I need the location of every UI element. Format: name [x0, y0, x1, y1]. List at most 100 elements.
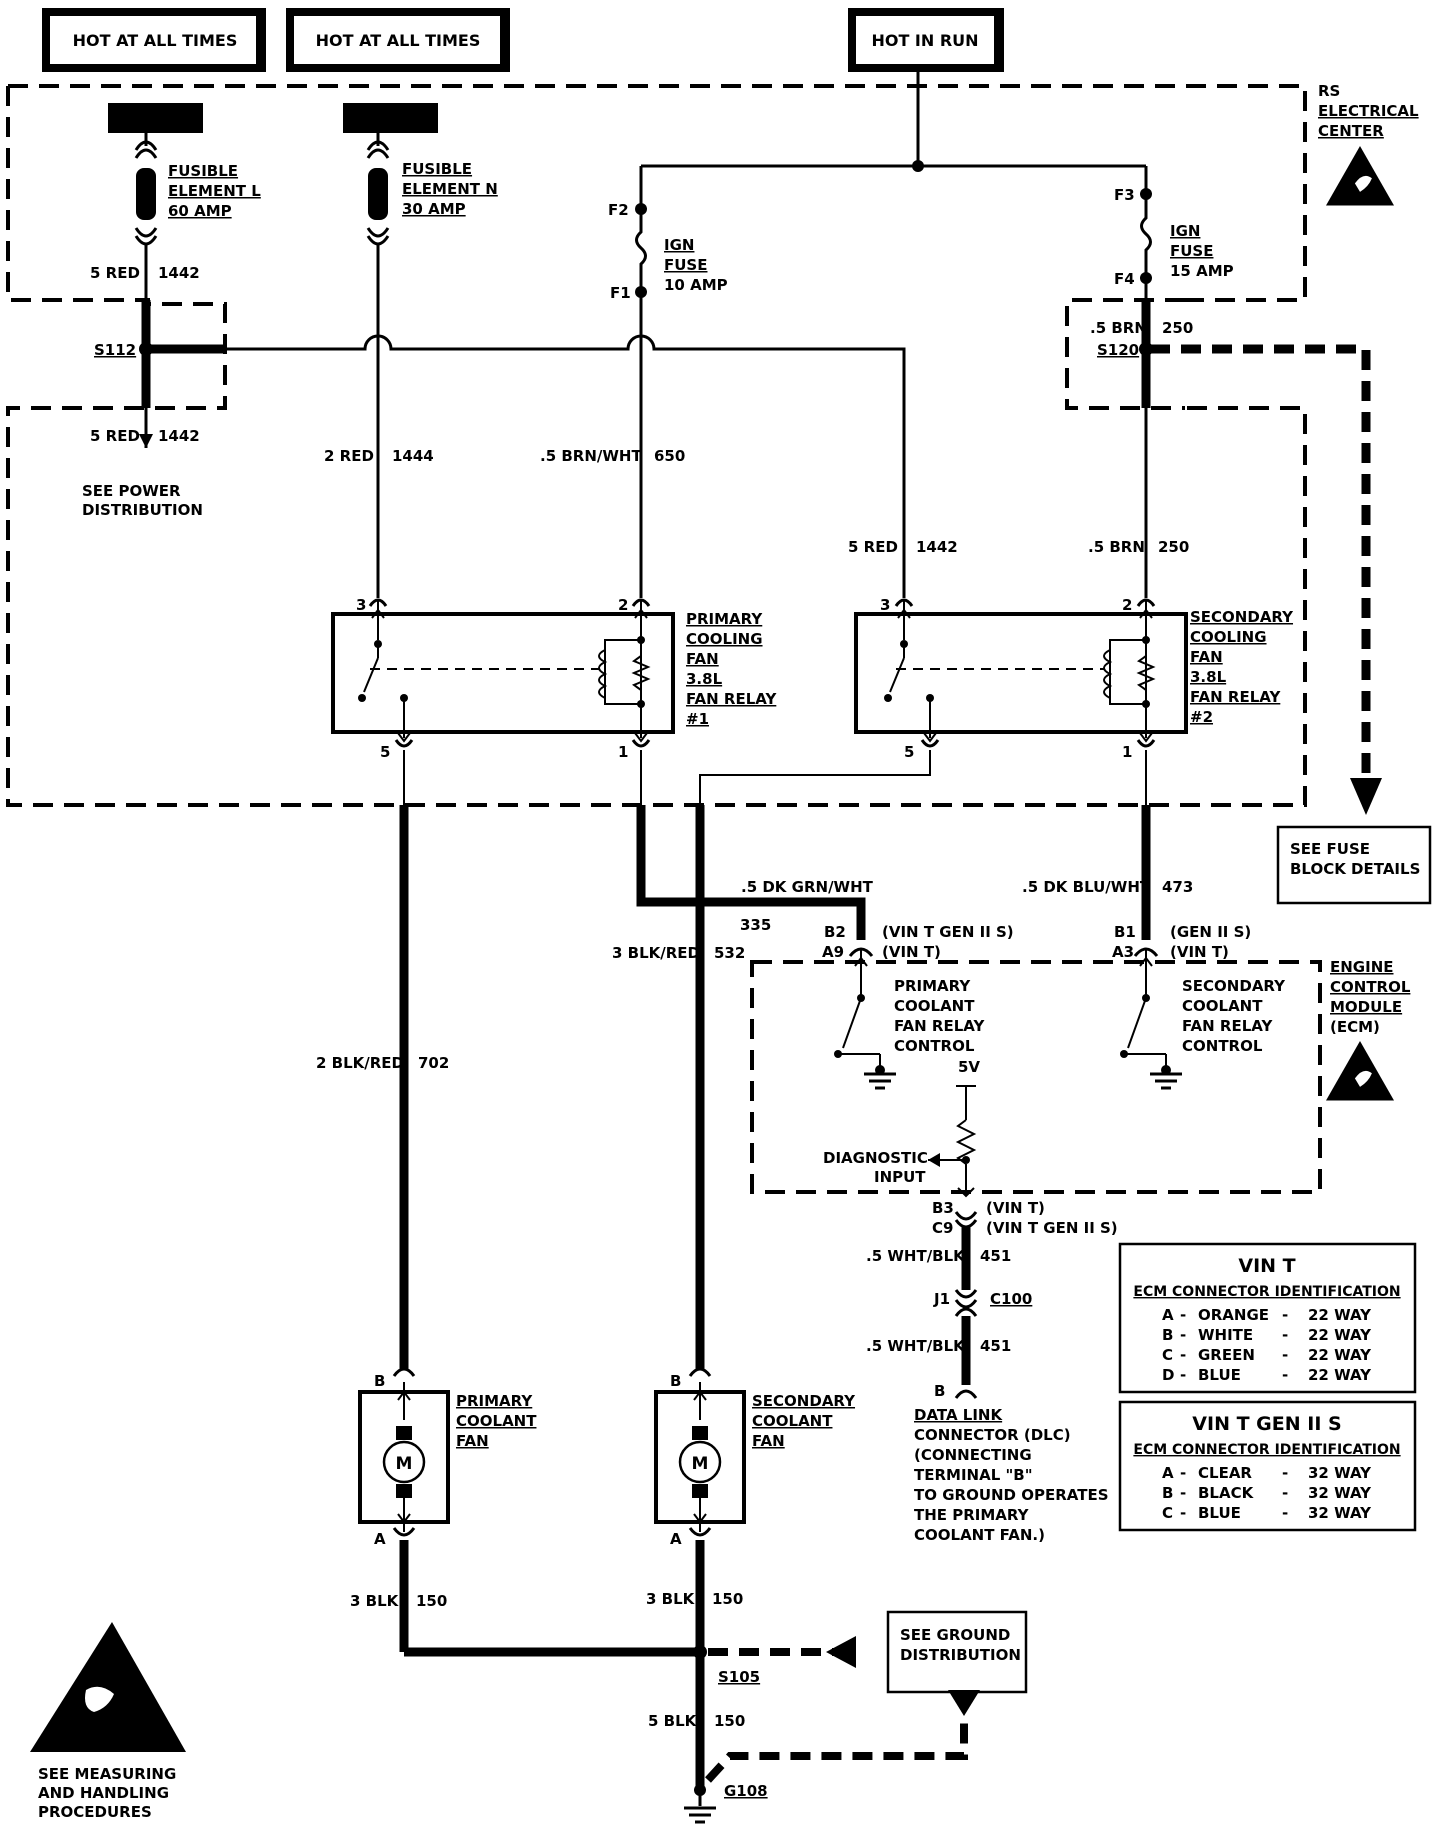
svg-text:DIAGNOSTIC: DIAGNOSTIC	[823, 1149, 928, 1167]
ecm-contact-dots	[834, 994, 1150, 1167]
svg-text:SEE GROUND: SEE GROUND	[900, 1626, 1010, 1644]
svg-text:451: 451	[980, 1337, 1011, 1355]
svg-text:FAN RELAY: FAN RELAY	[894, 1017, 985, 1035]
svg-text:MODULE: MODULE	[1330, 998, 1402, 1016]
svg-text:WHITE: WHITE	[1198, 1326, 1253, 1344]
svg-text:1442: 1442	[916, 538, 958, 556]
svg-text:VIN T: VIN T	[1238, 1255, 1295, 1277]
table-row: A- CLEAR- 32 WAY	[1162, 1464, 1372, 1482]
svg-text:D: D	[1162, 1366, 1174, 1384]
svg-text:(CONNECTING: (CONNECTING	[914, 1446, 1032, 1464]
esd-hand-icon	[85, 1686, 114, 1712]
svg-text:VIN T GEN II S: VIN T GEN II S	[1192, 1413, 1341, 1435]
esd-warning-icon	[1326, 1041, 1394, 1101]
svg-text:SECONDARY: SECONDARY	[1190, 608, 1294, 626]
svg-text:.5 BRN: .5 BRN	[1088, 538, 1145, 556]
svg-text:B1: B1	[1114, 923, 1136, 941]
ecm-connector-b2-a9: B2 A9 (VIN T GEN II S) (VIN T)	[822, 923, 1014, 985]
svg-text:A: A	[670, 1530, 682, 1548]
svg-text:532: 532	[714, 944, 745, 962]
svg-text:GREEN: GREEN	[1198, 1346, 1255, 1364]
svg-text:BLOCK DETAILS: BLOCK DETAILS	[1290, 860, 1420, 878]
svg-text:SEE FUSE: SEE FUSE	[1290, 840, 1370, 858]
svg-text:COOLANT: COOLANT	[894, 997, 975, 1015]
svg-text:FUSE: FUSE	[664, 256, 707, 274]
svg-text:A3: A3	[1112, 943, 1134, 961]
svg-text:A: A	[1162, 1464, 1174, 1482]
svg-text:COOLANT: COOLANT	[456, 1412, 537, 1430]
svg-text:(VIN T): (VIN T)	[882, 943, 941, 961]
svg-text:TERMINAL "B": TERMINAL "B"	[914, 1466, 1033, 1484]
svg-text:ECM CONNECTOR IDENTIFICATION: ECM CONNECTOR IDENTIFICATION	[1133, 1442, 1400, 1458]
svg-text:F1: F1	[610, 284, 631, 302]
svg-text:CONTROL: CONTROL	[894, 1037, 975, 1055]
svg-text:COOLANT: COOLANT	[752, 1412, 833, 1430]
wire-labels-top: 5 RED 1442 5 RED 1442 SEE POWER DISTRIBU…	[82, 264, 1193, 556]
table-row: B- WHITE- 22 WAY	[1162, 1326, 1372, 1344]
svg-text:G108: G108	[724, 1782, 768, 1800]
svg-text:#2: #2	[1190, 708, 1213, 726]
svg-text:650: 650	[654, 447, 685, 465]
svg-text:(VIN T GEN II S): (VIN T GEN II S)	[986, 1219, 1118, 1237]
svg-text:F3: F3	[1114, 186, 1135, 204]
secondary-coolant-fan-motor: M B A SECONDARY COOLANT FAN	[654, 1367, 856, 1548]
svg-text:1: 1	[1122, 743, 1132, 761]
svg-text:1442: 1442	[158, 264, 200, 282]
svg-text:M: M	[396, 1454, 413, 1474]
svg-text:.5 WHT/BLK: .5 WHT/BLK	[866, 1337, 966, 1355]
svg-text:BLUE: BLUE	[1198, 1366, 1241, 1384]
arrow-down-icon	[1350, 778, 1382, 815]
svg-text:250: 250	[1162, 319, 1193, 337]
svg-text:COOLING: COOLING	[1190, 628, 1267, 646]
secondary-cooling-fan-relay: 3 2 5 1 SECONDARY COOLING FAN 3.8L FAN R…	[854, 596, 1294, 761]
svg-text:CONNECTOR (DLC): CONNECTOR (DLC)	[914, 1426, 1071, 1444]
ecm-connector-b3-c9: B3 C9 (VIN T) (VIN T GEN II S)	[932, 1199, 1118, 1237]
see-fuse-block-details-box: SEE FUSE BLOCK DETAILS	[1276, 825, 1432, 905]
svg-text:B: B	[1162, 1484, 1173, 1502]
svg-text:22 WAY: 22 WAY	[1308, 1346, 1372, 1364]
svg-text:1442: 1442	[158, 427, 200, 445]
svg-text:A: A	[1162, 1306, 1174, 1324]
table-row: C- GREEN- 22 WAY	[1162, 1346, 1372, 1364]
svg-text:2 RED: 2 RED	[324, 447, 374, 465]
svg-text:IGN: IGN	[1170, 222, 1200, 240]
svg-text:(GEN II S): (GEN II S)	[1170, 923, 1251, 941]
power-wires	[141, 244, 1151, 598]
dlc-connector: B DATA LINK CONNECTOR (DLC) (CONNECTING …	[914, 1382, 1109, 1544]
svg-text:C100: C100	[990, 1290, 1032, 1308]
svg-text:B3: B3	[932, 1199, 954, 1217]
ground-g108-dot	[694, 1784, 706, 1796]
svg-text:.5 DK BLU/WHT: .5 DK BLU/WHT	[1022, 878, 1151, 896]
svg-text:3 BLK/RED: 3 BLK/RED	[612, 944, 700, 962]
splice-s105-dot	[693, 1645, 707, 1659]
svg-text:B: B	[374, 1372, 385, 1390]
connector-c100: J1 C100	[933, 1289, 1032, 1317]
svg-text:5 BLK: 5 BLK	[648, 1712, 698, 1730]
lower-wires	[399, 750, 1151, 1806]
svg-text:30 AMP: 30 AMP	[402, 200, 466, 218]
svg-text:ECM CONNECTOR IDENTIFICATION: ECM CONNECTOR IDENTIFICATION	[1133, 1284, 1400, 1300]
ground-dashed-leads	[705, 1648, 968, 1783]
svg-text:-: -	[1180, 1484, 1186, 1502]
svg-text:5: 5	[904, 743, 914, 761]
svg-text:FUSIBLE: FUSIBLE	[168, 162, 238, 180]
ign-fuse-10a: F2 F1 IGN FUSE 10 AMP	[608, 201, 728, 302]
svg-text:FAN: FAN	[686, 650, 719, 668]
svg-text:-: -	[1180, 1326, 1186, 1344]
svg-text:DATA LINK: DATA LINK	[914, 1406, 1003, 1424]
svg-text:3.8L: 3.8L	[686, 670, 723, 688]
svg-text:-: -	[1282, 1326, 1288, 1344]
esd-warning-icon	[1326, 146, 1394, 206]
svg-text:PROCEDURES: PROCEDURES	[38, 1803, 152, 1821]
svg-text:C: C	[1162, 1346, 1173, 1364]
svg-text:FAN RELAY: FAN RELAY	[686, 690, 777, 708]
svg-text:3 BLK: 3 BLK	[350, 1592, 400, 1610]
svg-text:DISTRIBUTION: DISTRIBUTION	[82, 501, 203, 519]
svg-text:FAN: FAN	[752, 1432, 785, 1450]
svg-text:BLACK: BLACK	[1198, 1484, 1255, 1502]
svg-text:HOT AT ALL TIMES: HOT AT ALL TIMES	[73, 31, 238, 50]
svg-text:IGN: IGN	[664, 236, 694, 254]
ground-dot	[1161, 1065, 1171, 1075]
svg-text:ORANGE: ORANGE	[1198, 1306, 1269, 1324]
svg-text:FAN: FAN	[456, 1432, 489, 1450]
